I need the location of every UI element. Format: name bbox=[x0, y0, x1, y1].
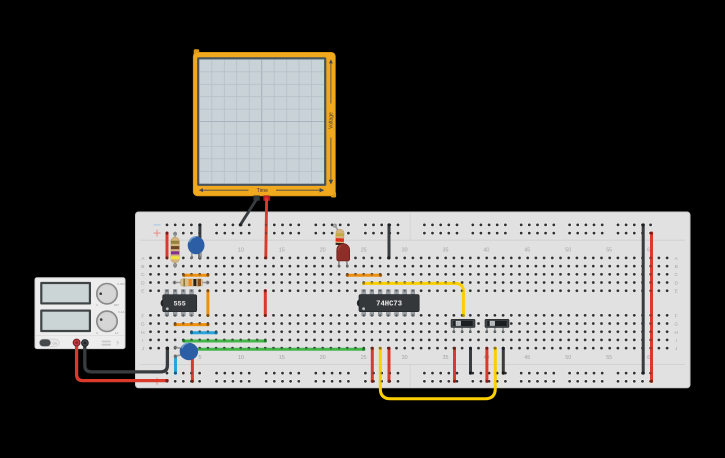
svg-text:50: 50 bbox=[565, 355, 571, 361]
svg-text:20: 20 bbox=[320, 355, 326, 361]
svg-text:10: 10 bbox=[238, 355, 244, 361]
svg-text:C: C bbox=[674, 272, 678, 278]
svg-text:10: 10 bbox=[238, 248, 244, 254]
svg-text:D: D bbox=[141, 280, 145, 286]
svg-text:15: 15 bbox=[279, 355, 285, 361]
svg-text:15: 15 bbox=[279, 248, 285, 254]
svg-text:ON: ON bbox=[53, 342, 58, 346]
svg-text:50: 50 bbox=[565, 248, 571, 254]
svg-text:0-1A: 0-1A bbox=[118, 310, 124, 314]
svg-text:555: 555 bbox=[174, 300, 186, 308]
svg-text:F: F bbox=[675, 313, 678, 319]
svg-text:Voltage: Voltage bbox=[329, 112, 335, 129]
svg-text:0: 0 bbox=[96, 331, 98, 335]
svg-text:G: G bbox=[141, 322, 145, 328]
svg-text:30V: 30V bbox=[114, 303, 119, 307]
svg-text:I: I bbox=[676, 338, 677, 344]
svg-text:F: F bbox=[141, 313, 144, 319]
svg-text:C: C bbox=[141, 272, 145, 278]
svg-text:D: D bbox=[674, 280, 678, 286]
svg-text:A: A bbox=[675, 256, 679, 262]
svg-text:Time: Time bbox=[257, 188, 268, 194]
svg-text:55: 55 bbox=[606, 248, 612, 254]
svg-text:55: 55 bbox=[606, 355, 612, 361]
svg-text:1A: 1A bbox=[115, 331, 119, 335]
svg-text:B: B bbox=[675, 264, 678, 270]
svg-text:E: E bbox=[675, 289, 678, 295]
svg-text:0: 0 bbox=[96, 303, 98, 307]
svg-text:E: E bbox=[141, 289, 144, 295]
svg-text:25: 25 bbox=[361, 355, 367, 361]
svg-text:25: 25 bbox=[361, 248, 367, 254]
svg-text:I: I bbox=[142, 338, 143, 344]
svg-text:30: 30 bbox=[402, 355, 408, 361]
svg-text:0-30V: 0-30V bbox=[117, 282, 125, 286]
svg-text:35: 35 bbox=[443, 248, 449, 254]
svg-text:45: 45 bbox=[524, 355, 530, 361]
svg-text:74HC73: 74HC73 bbox=[376, 300, 402, 308]
svg-text:J: J bbox=[675, 346, 678, 352]
svg-text:35: 35 bbox=[443, 355, 449, 361]
svg-text:30: 30 bbox=[402, 248, 408, 254]
svg-text:J: J bbox=[142, 346, 145, 352]
svg-text:G: G bbox=[674, 322, 678, 328]
svg-text:45: 45 bbox=[524, 248, 530, 254]
svg-text:5: 5 bbox=[199, 355, 202, 361]
svg-text:20: 20 bbox=[320, 248, 326, 254]
svg-text:40: 40 bbox=[483, 248, 489, 254]
svg-text:A: A bbox=[141, 256, 145, 262]
svg-text:B: B bbox=[141, 264, 144, 270]
svg-text:H: H bbox=[674, 330, 678, 336]
svg-text:H: H bbox=[141, 330, 145, 336]
